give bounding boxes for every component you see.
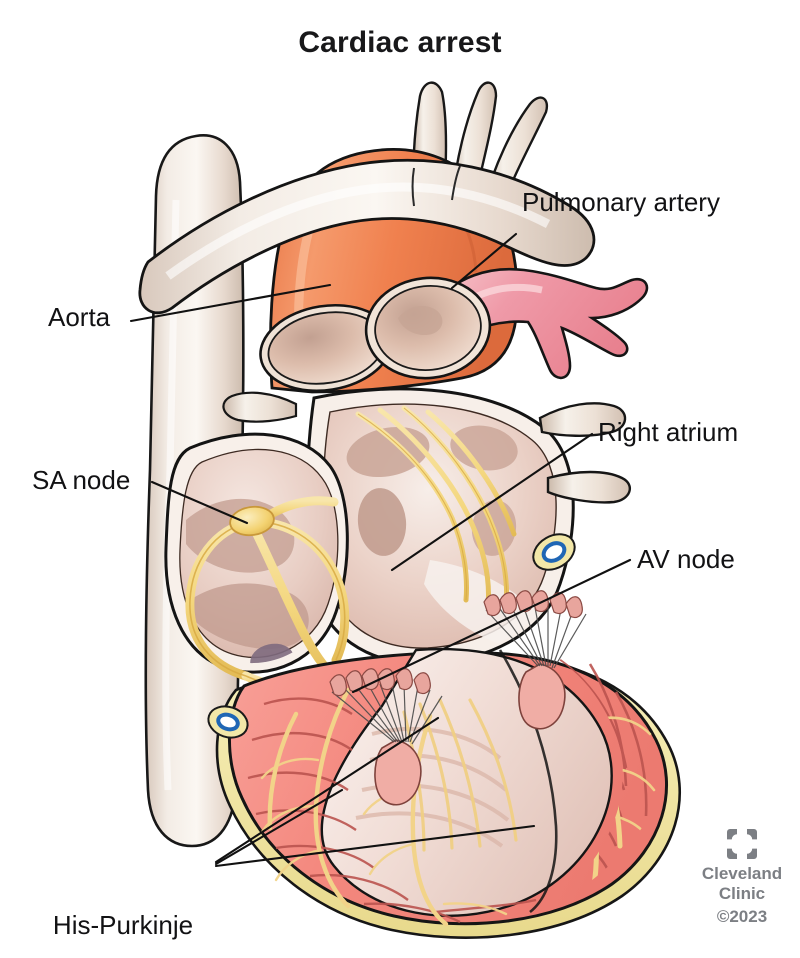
papillary-muscle-left (329, 668, 443, 806)
chordae-tendineae-left (331, 683, 443, 745)
sa-node-nodule (229, 505, 275, 537)
cleveland-clinic-logo-icon (727, 829, 757, 859)
leader-line-his-1 (214, 716, 440, 864)
coronary-vessel-left (207, 705, 249, 739)
pulmonary-vein-stubs (222, 391, 632, 504)
label-his-purkinje-network: His-Purkinje network (33, 853, 213, 958)
coronary-vessel-right (532, 533, 576, 571)
label-aorta: Aorta (48, 302, 111, 332)
label-right-atrium: Right atrium (598, 417, 739, 447)
leader-line-aorta (129, 283, 332, 323)
brand-name-line-2: Clinic (718, 884, 766, 904)
label-his-purkinje-line-1: His-Purkinje (52, 910, 194, 941)
coronary-vessel-cross-sections (207, 533, 576, 739)
aortic-arch-overlay (138, 158, 596, 315)
label-sa-node: SA node (32, 465, 131, 495)
pulmonary-artery (364, 267, 649, 380)
chordae-tendineae-right (485, 601, 587, 669)
copyright-notice: ©2023 (716, 907, 768, 927)
label-av-node: AV node (637, 544, 735, 574)
leader-lines (129, 232, 632, 868)
attribution-block: Cleveland Clinic ©2023 (690, 828, 794, 927)
leader-line-right-atrium (390, 432, 594, 572)
ventricles (215, 590, 681, 939)
leader-line-av-node (351, 558, 632, 694)
brand-name-line-1: Cleveland (701, 864, 783, 883)
leader-line-pulmonary (450, 232, 518, 290)
leader-line-his-2 (214, 788, 344, 866)
papillary-muscle-right (483, 590, 587, 730)
page-title: Cardiac arrest (298, 26, 502, 59)
left-atrium (164, 432, 435, 719)
leader-line-sa-node (150, 480, 249, 525)
label-pulmonary-artery: Pulmonary artery (522, 187, 720, 217)
coronary-sinus-opening (250, 643, 294, 664)
leader-line-his-3 (214, 824, 536, 868)
